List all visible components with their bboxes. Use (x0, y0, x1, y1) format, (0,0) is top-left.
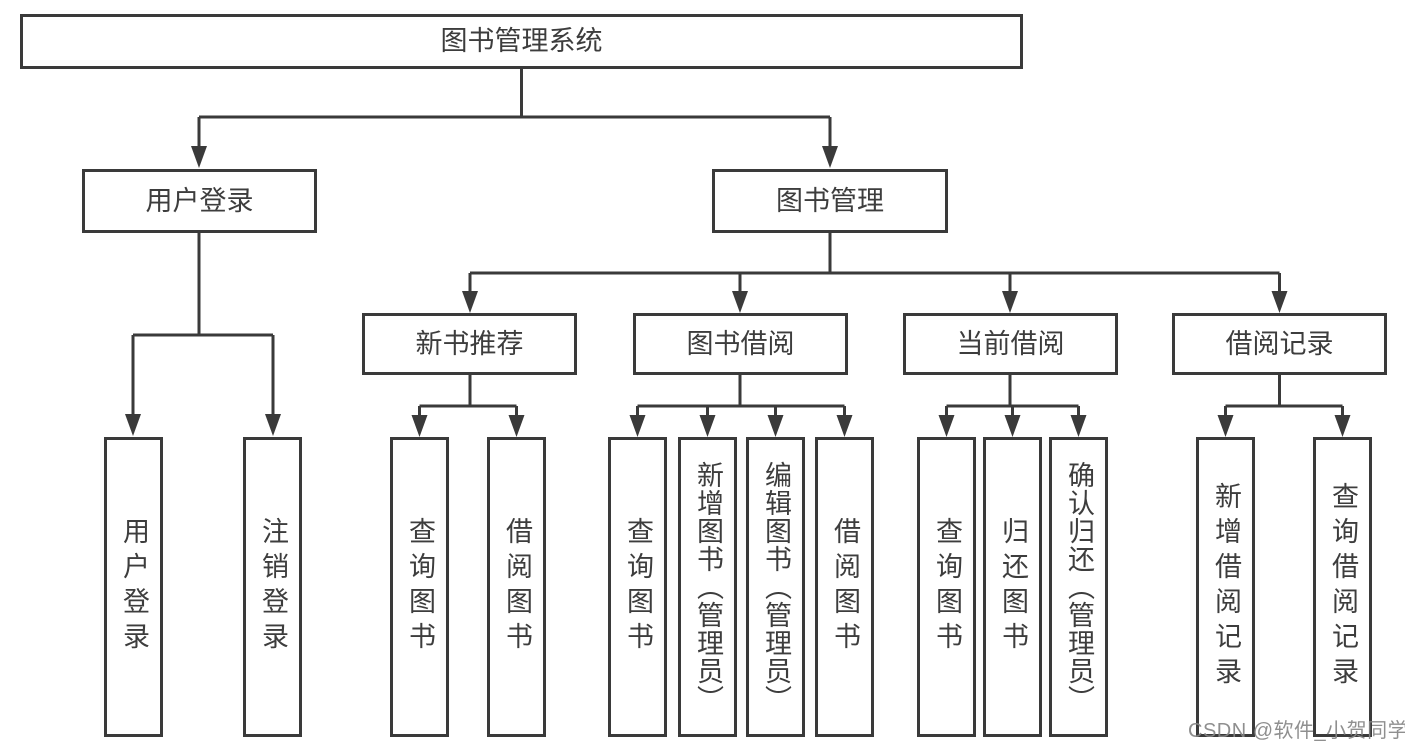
node-root-library-management-system: 图书管理系统 (20, 14, 1023, 69)
connector-borrow-records-to-children (1224, 375, 1344, 419)
arrowheads (125, 146, 1351, 437)
connector-current-borrow-to-children (945, 375, 1080, 419)
connector-root-to-level2 (197, 69, 832, 150)
leaf-borrow-query-books: 查询图书 (608, 437, 667, 737)
node-book-management: 图书管理 (712, 169, 948, 233)
node-user-login: 用户登录 (82, 169, 317, 233)
connector-user-login-to-children (131, 233, 275, 419)
leaf-recommend-query-books: 查询图书 (390, 437, 449, 737)
leaf-user-login: 用户登录 (104, 437, 163, 737)
node-book-borrow: 图书借阅 (633, 313, 848, 375)
leaf-borrow-borrow-books: 借阅图书 (815, 437, 874, 737)
csdn-watermark: CSDN @软件_小贺同学 (1188, 720, 1405, 742)
leaf-records-add-borrow-record: 新增借阅记录 (1196, 437, 1255, 737)
connector-new-book-recommend-to-children (418, 375, 518, 419)
leaf-borrow-add-books-admin: 新增图书（管理员） (678, 437, 737, 737)
node-borrow-records: 借阅记录 (1172, 313, 1387, 375)
leaf-current-return-books: 归还图书 (983, 437, 1042, 737)
leaf-borrow-edit-books-admin: 编辑图书（管理员） (746, 437, 805, 737)
connector-book-management-to-level3 (468, 233, 1281, 295)
connector-book-borrow-to-children (636, 375, 846, 419)
node-new-book-recommend: 新书推荐 (362, 313, 577, 375)
leaf-current-query-books: 查询图书 (917, 437, 976, 737)
node-current-borrow: 当前借阅 (903, 313, 1118, 375)
leaf-current-confirm-return-admin: 确认归还（管理员） (1049, 437, 1108, 737)
leaf-records-query-borrow-record: 查询借阅记录 (1313, 437, 1372, 737)
leaf-recommend-borrow-books: 借阅图书 (487, 437, 546, 737)
leaf-logout: 注销登录 (243, 437, 302, 737)
